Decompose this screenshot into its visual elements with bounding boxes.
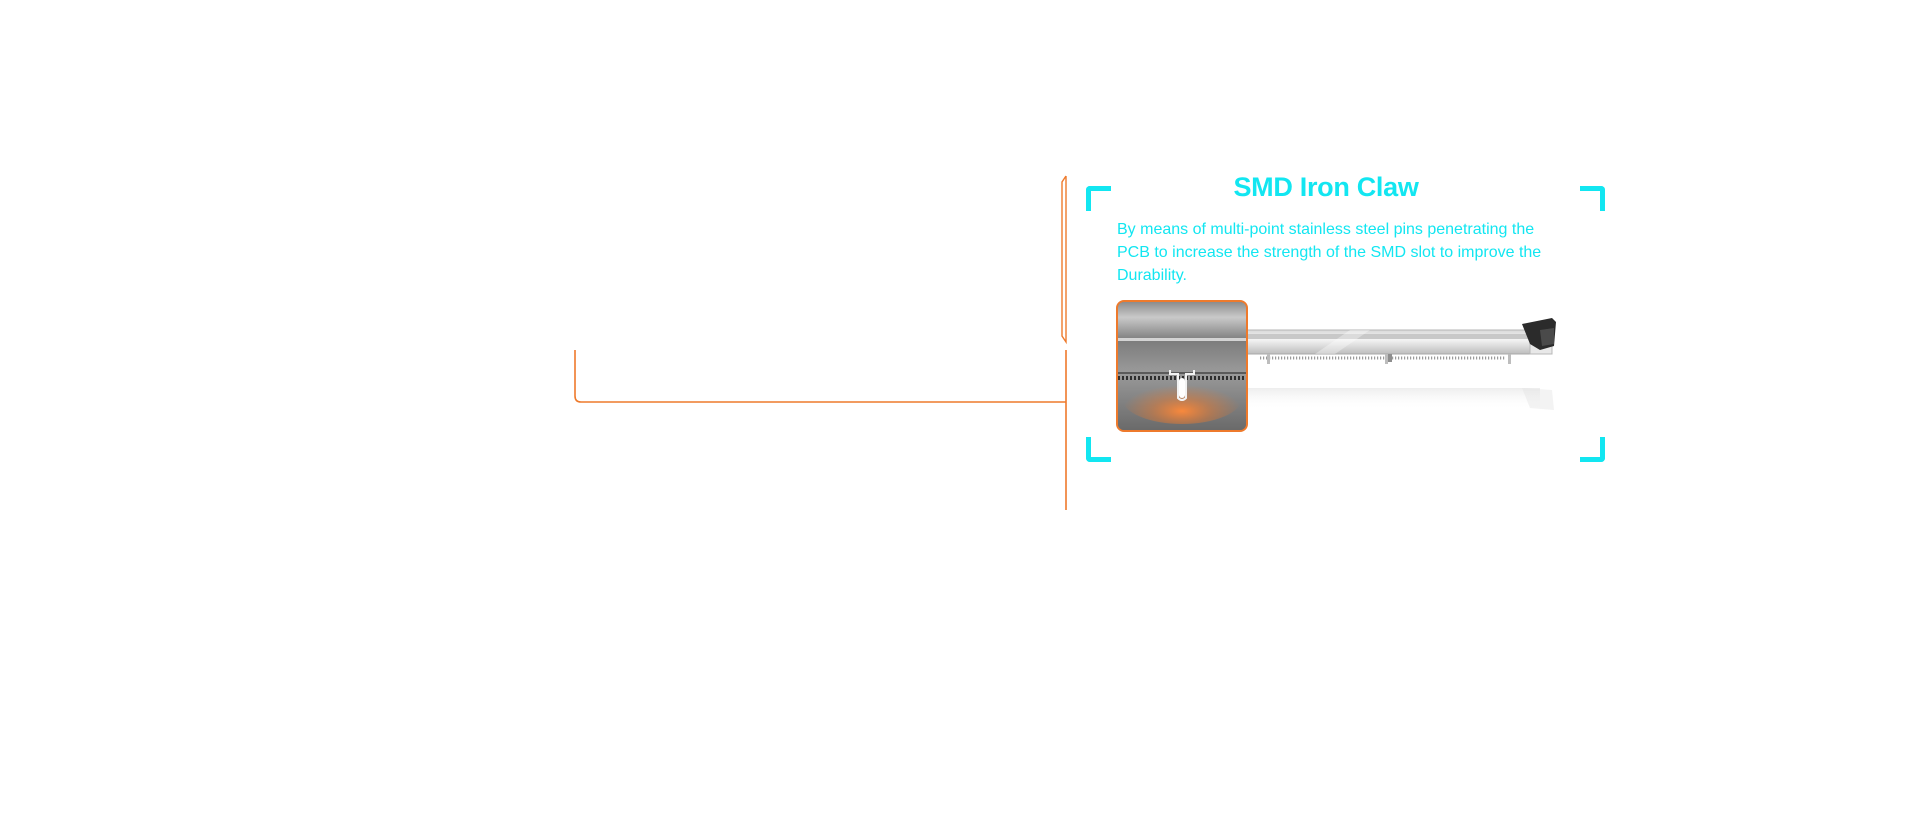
connector-bracket-upper [1061,175,1067,345]
connector-horizontal [574,350,1066,403]
steel-pin-closeup-icon [1118,302,1246,430]
feature-description: By means of multi-point stainless steel … [1117,221,1542,284]
frame-corner-bottom-left [1086,437,1111,462]
zoom-inset-steel-pin [1116,300,1248,432]
frame-corner-bottom-right [1580,437,1605,462]
frame-corner-top-left [1086,186,1111,211]
feature-title: SMD Iron Claw [1233,172,1419,202]
frame-corner-top-right [1580,186,1605,211]
pcie-slot-image [1240,318,1556,410]
